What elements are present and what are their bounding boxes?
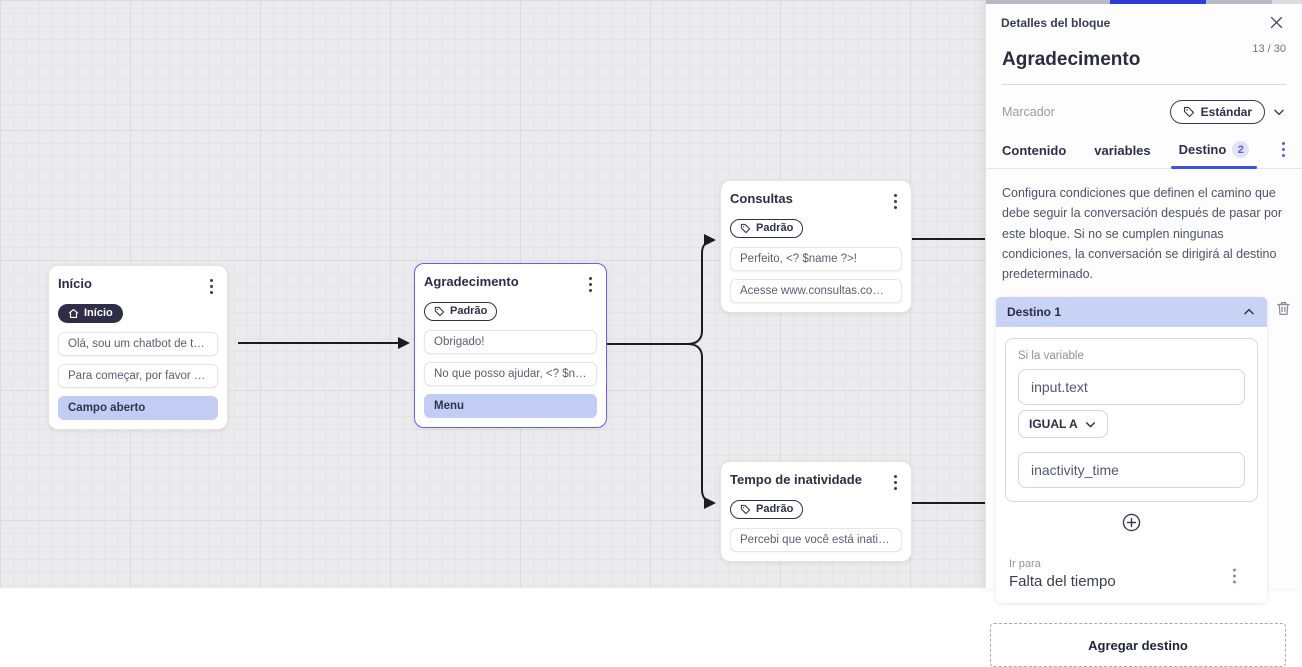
close-icon[interactable] <box>1269 15 1284 30</box>
message-row[interactable]: Olá, sou um chatbot de teste! <box>58 332 218 356</box>
message-row[interactable]: Percebi que você está inativo. C... <box>730 528 902 552</box>
node-badge-label: Padrão <box>756 222 793 234</box>
panel-title: Detalles del bloque <box>1001 16 1110 30</box>
condition-label: Si la variable <box>1018 350 1245 362</box>
tag-icon <box>740 223 751 234</box>
chevron-down-icon <box>1084 418 1097 431</box>
clipped-strip-end <box>1272 0 1302 4</box>
clipped-active-tab <box>1110 0 1206 4</box>
block-details-panel: Detalles del bloque 13 / 30 Marcador Est… <box>985 0 1302 588</box>
character-counter: 13 / 30 <box>1252 43 1286 55</box>
marker-select[interactable]: Estándar <box>1170 100 1265 124</box>
plus-circle-icon <box>1121 512 1142 533</box>
destination-card: Destino 1 Si la variable IGUAL A Ir para <box>996 297 1267 603</box>
kebab-menu-icon[interactable] <box>889 191 902 212</box>
open-field-row[interactable]: Campo aberto <box>58 396 218 420</box>
flow-node-consultas[interactable]: Consultas Padrão Perfeito, <? $name ?>! … <box>720 180 912 313</box>
message-row[interactable]: Acesse www.consultas.com par... <box>730 279 902 303</box>
node-badge-label: Padrão <box>756 503 793 515</box>
node-type-badge: Padrão <box>730 500 803 519</box>
node-title: Tempo de inatividade <box>730 472 862 487</box>
operator-select[interactable]: IGUAL A <box>1018 410 1108 438</box>
menu-row[interactable]: Menu <box>424 394 597 418</box>
tag-icon <box>434 306 445 317</box>
panel-tabs: Contenido variables Destino 2 <box>986 139 1302 169</box>
message-row[interactable]: Perfeito, <? $name ?>! <box>730 247 902 271</box>
kebab-menu-icon[interactable] <box>1228 566 1241 587</box>
clipped-tab-strip <box>986 0 1302 4</box>
tab-contenido[interactable]: Contenido <box>1002 143 1066 168</box>
tag-icon <box>1183 106 1195 118</box>
add-condition-button[interactable] <box>1121 512 1142 533</box>
trash-icon <box>1275 299 1292 317</box>
kebab-menu-icon[interactable] <box>889 472 902 493</box>
destino-description: Configura condiciones que definen el cam… <box>1002 183 1286 284</box>
operator-value: IGUAL A <box>1029 417 1078 431</box>
marker-label: Marcador <box>1002 105 1055 119</box>
variable-input[interactable] <box>1018 369 1245 405</box>
node-title: Início <box>58 276 92 291</box>
node-type-badge: Padrão <box>424 302 497 321</box>
flow-node-tempo-de-inatividade[interactable]: Tempo de inatividade Padrão Percebi que … <box>720 461 912 562</box>
message-row[interactable]: Obrigado! <box>424 330 597 354</box>
delete-destination-button[interactable] <box>1275 299 1292 317</box>
marker-value: Estándar <box>1201 105 1252 119</box>
destination-header[interactable]: Destino 1 <box>996 297 1267 327</box>
goto-label: Ir para <box>1009 558 1254 570</box>
tab-destino[interactable]: Destino 2 <box>1179 141 1250 168</box>
node-type-badge: Padrão <box>730 219 803 238</box>
block-name-input[interactable] <box>1002 49 1232 71</box>
tab-label: Destino <box>1179 142 1227 157</box>
tab-label: Contenido <box>1002 143 1066 158</box>
tab-variables[interactable]: variables <box>1094 143 1150 168</box>
node-badge-label: Início <box>84 307 113 319</box>
node-title: Consultas <box>730 191 793 206</box>
compare-value-input[interactable] <box>1018 452 1245 488</box>
node-title: Agradecimento <box>424 274 519 289</box>
add-destination-label: Agregar destino <box>1088 638 1188 653</box>
flow-node-inicio[interactable]: Início Início Olá, sou um chatbot de tes… <box>48 265 228 430</box>
condition-card: Si la variable IGUAL A <box>1005 338 1258 502</box>
node-badge-label: Padrão <box>450 305 487 317</box>
kebab-menu-icon[interactable] <box>584 274 597 295</box>
chevron-up-icon[interactable] <box>1242 305 1256 319</box>
kebab-menu-icon[interactable] <box>205 276 218 297</box>
message-row[interactable]: Para começar, por favor digite o ... <box>58 364 218 388</box>
add-destination-button[interactable]: Agregar destino <box>990 623 1286 667</box>
destino-count-badge: 2 <box>1232 141 1249 158</box>
kebab-menu-icon[interactable] <box>1277 139 1290 160</box>
tab-label: variables <box>1094 143 1150 158</box>
flow-node-agradecimento[interactable]: Agradecimento Padrão Obrigado! No que po… <box>414 263 607 428</box>
home-icon <box>68 308 79 319</box>
message-row[interactable]: No que posso ajudar, <? $name ... <box>424 362 597 386</box>
destination-title: Destino 1 <box>1007 305 1061 319</box>
chevron-down-icon[interactable] <box>1272 105 1286 119</box>
tag-icon <box>740 504 751 515</box>
goto-section: Ir para Falta del tiempo <box>996 549 1267 603</box>
node-type-badge: Início <box>58 304 123 323</box>
